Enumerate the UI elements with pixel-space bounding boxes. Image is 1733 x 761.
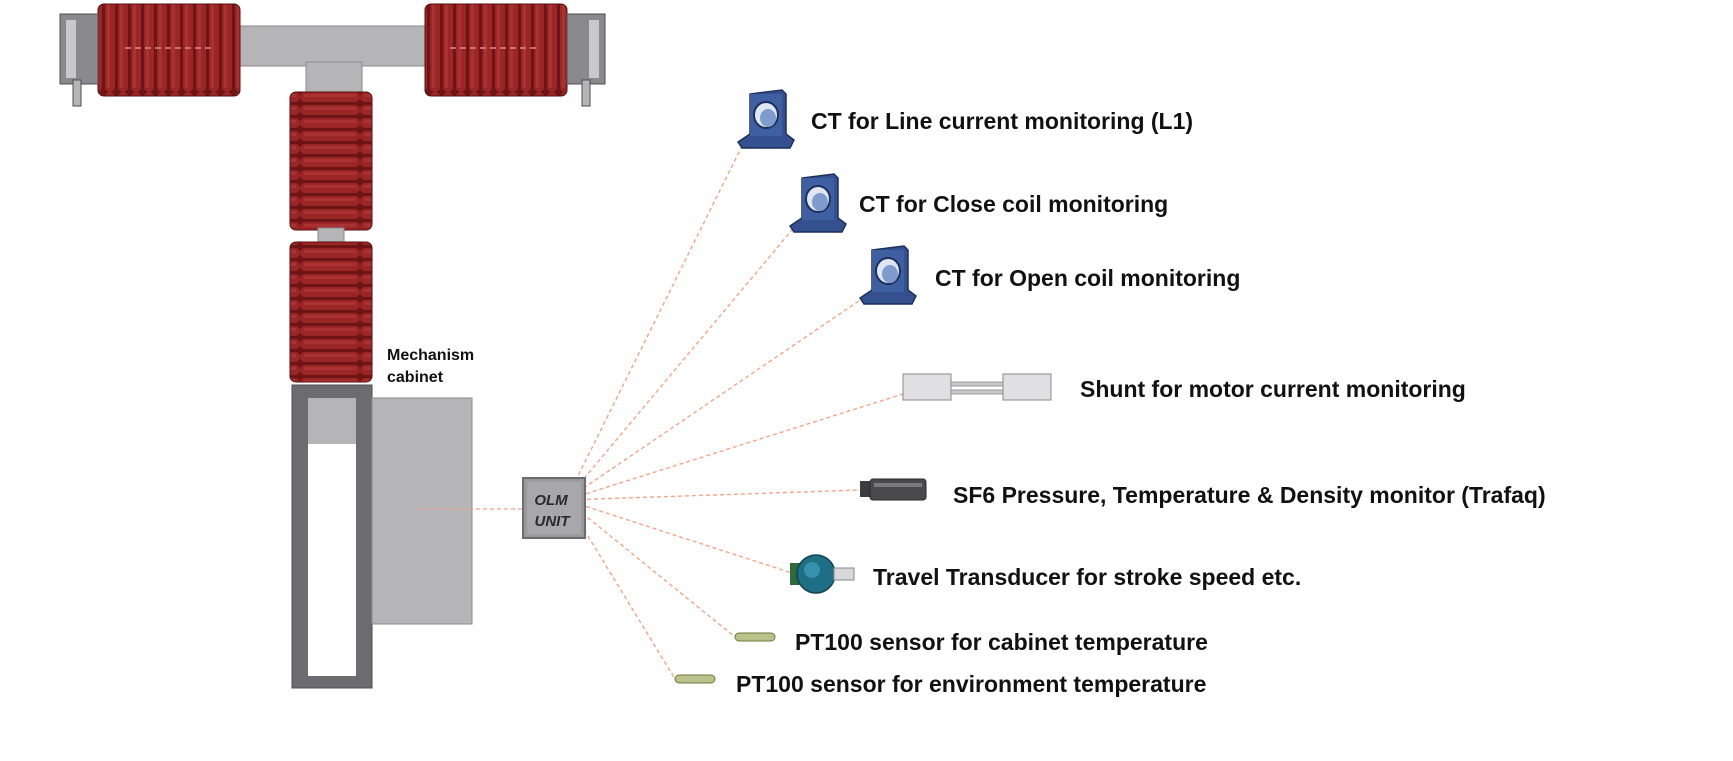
sensor-label-ct-close-coil: CT for Close coil monitoring — [859, 191, 1169, 217]
shunt-icon — [902, 373, 1052, 401]
breaker-head — [239, 25, 426, 67]
sensor-label-ct-line-current: CT for Line current monitoring (L1) — [811, 108, 1194, 134]
left-interrupter-insulator — [97, 3, 241, 97]
sensor-label-pt100-cabinet: PT100 sensor for cabinet temperature — [795, 629, 1208, 655]
mechanism-cabinet — [371, 397, 473, 625]
upper-support-insulator — [289, 91, 373, 231]
sensor-wire — [565, 499, 796, 575]
current-transformer-icon — [736, 89, 795, 149]
sensor-label-ct-open-coil: CT for Open coil monitoring — [935, 265, 1241, 291]
sensor-wire — [565, 489, 861, 501]
sensor-wire — [565, 139, 746, 501]
sensor-wire — [565, 499, 736, 638]
mechanism-cabinet-label: Mechanism cabinet — [387, 345, 474, 389]
travel-transducer-icon — [790, 554, 855, 594]
sensor-label-travel-transducer: Travel Transducer for stroke speed etc. — [873, 564, 1302, 590]
current-transformer-icon — [858, 245, 917, 305]
current-transformer-icon — [788, 173, 847, 233]
lower-support-insulator — [289, 241, 373, 383]
pt100-sensor-icon — [674, 674, 716, 684]
sensor-label-pt100-environment: PT100 sensor for environment temperature — [736, 671, 1207, 697]
mechanism-cabinet-label-line2: cabinet — [387, 369, 444, 386]
head-tee-joint — [305, 61, 363, 93]
post-window — [308, 444, 356, 676]
mechanism-cabinet-label-line1: Mechanism — [387, 347, 475, 364]
sensor-label-sf6-monitor: SF6 Pressure, Temperature & Density moni… — [953, 482, 1546, 508]
right-interrupter-insulator — [424, 3, 568, 97]
olm-unit: OLM UNIT — [522, 477, 586, 539]
pt100-sensor-icon — [734, 632, 776, 642]
circuit-breaker-pole — [59, 3, 606, 689]
olm-unit-label-line1: OLM — [534, 492, 568, 509]
sf6-monitor-icon — [860, 478, 927, 501]
right-terminal — [566, 13, 606, 107]
sensor-label-shunt-motor-current: Shunt for motor current monitoring — [1080, 376, 1466, 402]
insulator-flange — [317, 227, 345, 243]
sensor-wire — [565, 393, 904, 501]
post-top-plate — [308, 398, 356, 444]
sensor-wire — [565, 223, 798, 501]
olm-unit-label-line2: UNIT — [535, 513, 572, 530]
sensor-wire — [565, 295, 867, 501]
left-terminal — [59, 13, 99, 107]
